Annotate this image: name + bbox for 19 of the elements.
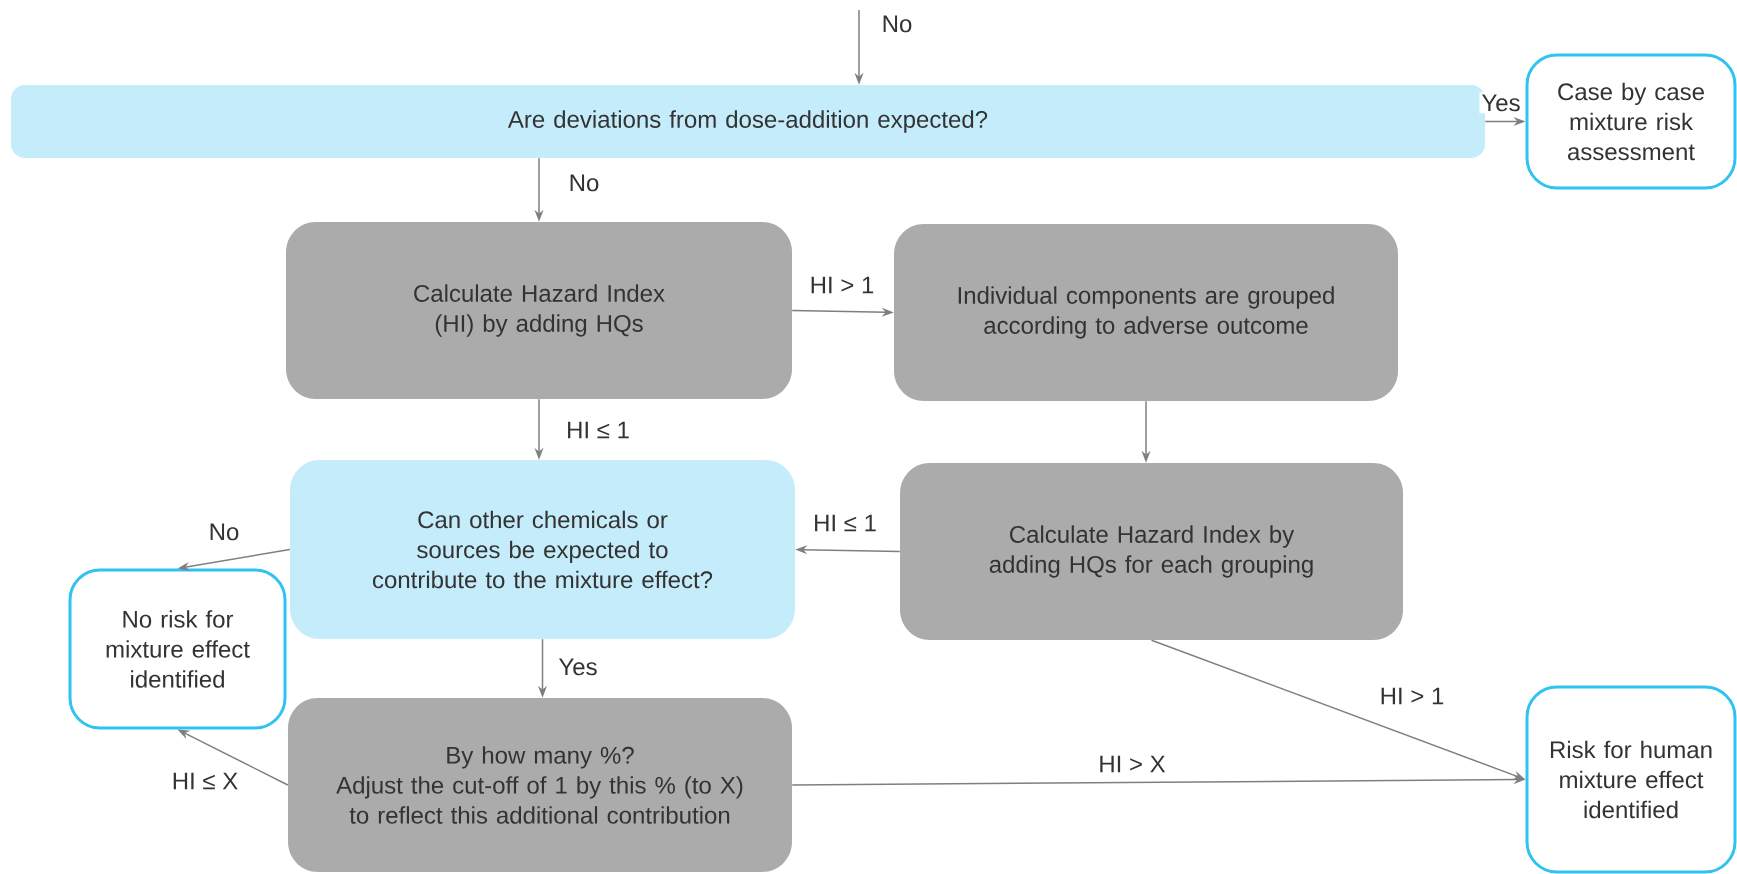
edge-label: No [206, 521, 242, 543]
process-box: Calculate Hazard Index by adding HQs for each grouping [900, 463, 1403, 640]
process-box: Calculate Hazard Index (HI) by adding HQs [286, 222, 792, 399]
terminal-box: No risk for mixture effect identified [68, 568, 287, 730]
decision-box: Can other chemicals or sources be expected to contribute to the mixture effect? [290, 460, 795, 639]
edge-label: Yes [556, 656, 600, 678]
edge-label: HI ≤ 1 [811, 512, 879, 534]
edge-label: Yes [1479, 92, 1523, 114]
edge-label: No [879, 13, 915, 35]
edge-label: No [566, 172, 602, 194]
edge-label: HI > 1 [1377, 685, 1447, 707]
edge-label: HI > 1 [807, 274, 877, 296]
process-box: By how many %? Adjust the cut-off of 1 by this % (to X) to reflect this additional contribution [288, 698, 792, 872]
terminal-box: Case by case mixture risk assessment [1525, 53, 1737, 190]
edge-label: HI ≤ 1 [564, 419, 632, 441]
edge-label: HI ≤ X [169, 770, 241, 792]
terminal-box: Risk for human mixture effect identified [1525, 685, 1737, 874]
edge-label: HI > X [1096, 753, 1168, 775]
process-box: Individual components are grouped according to adverse outcome [894, 224, 1398, 401]
